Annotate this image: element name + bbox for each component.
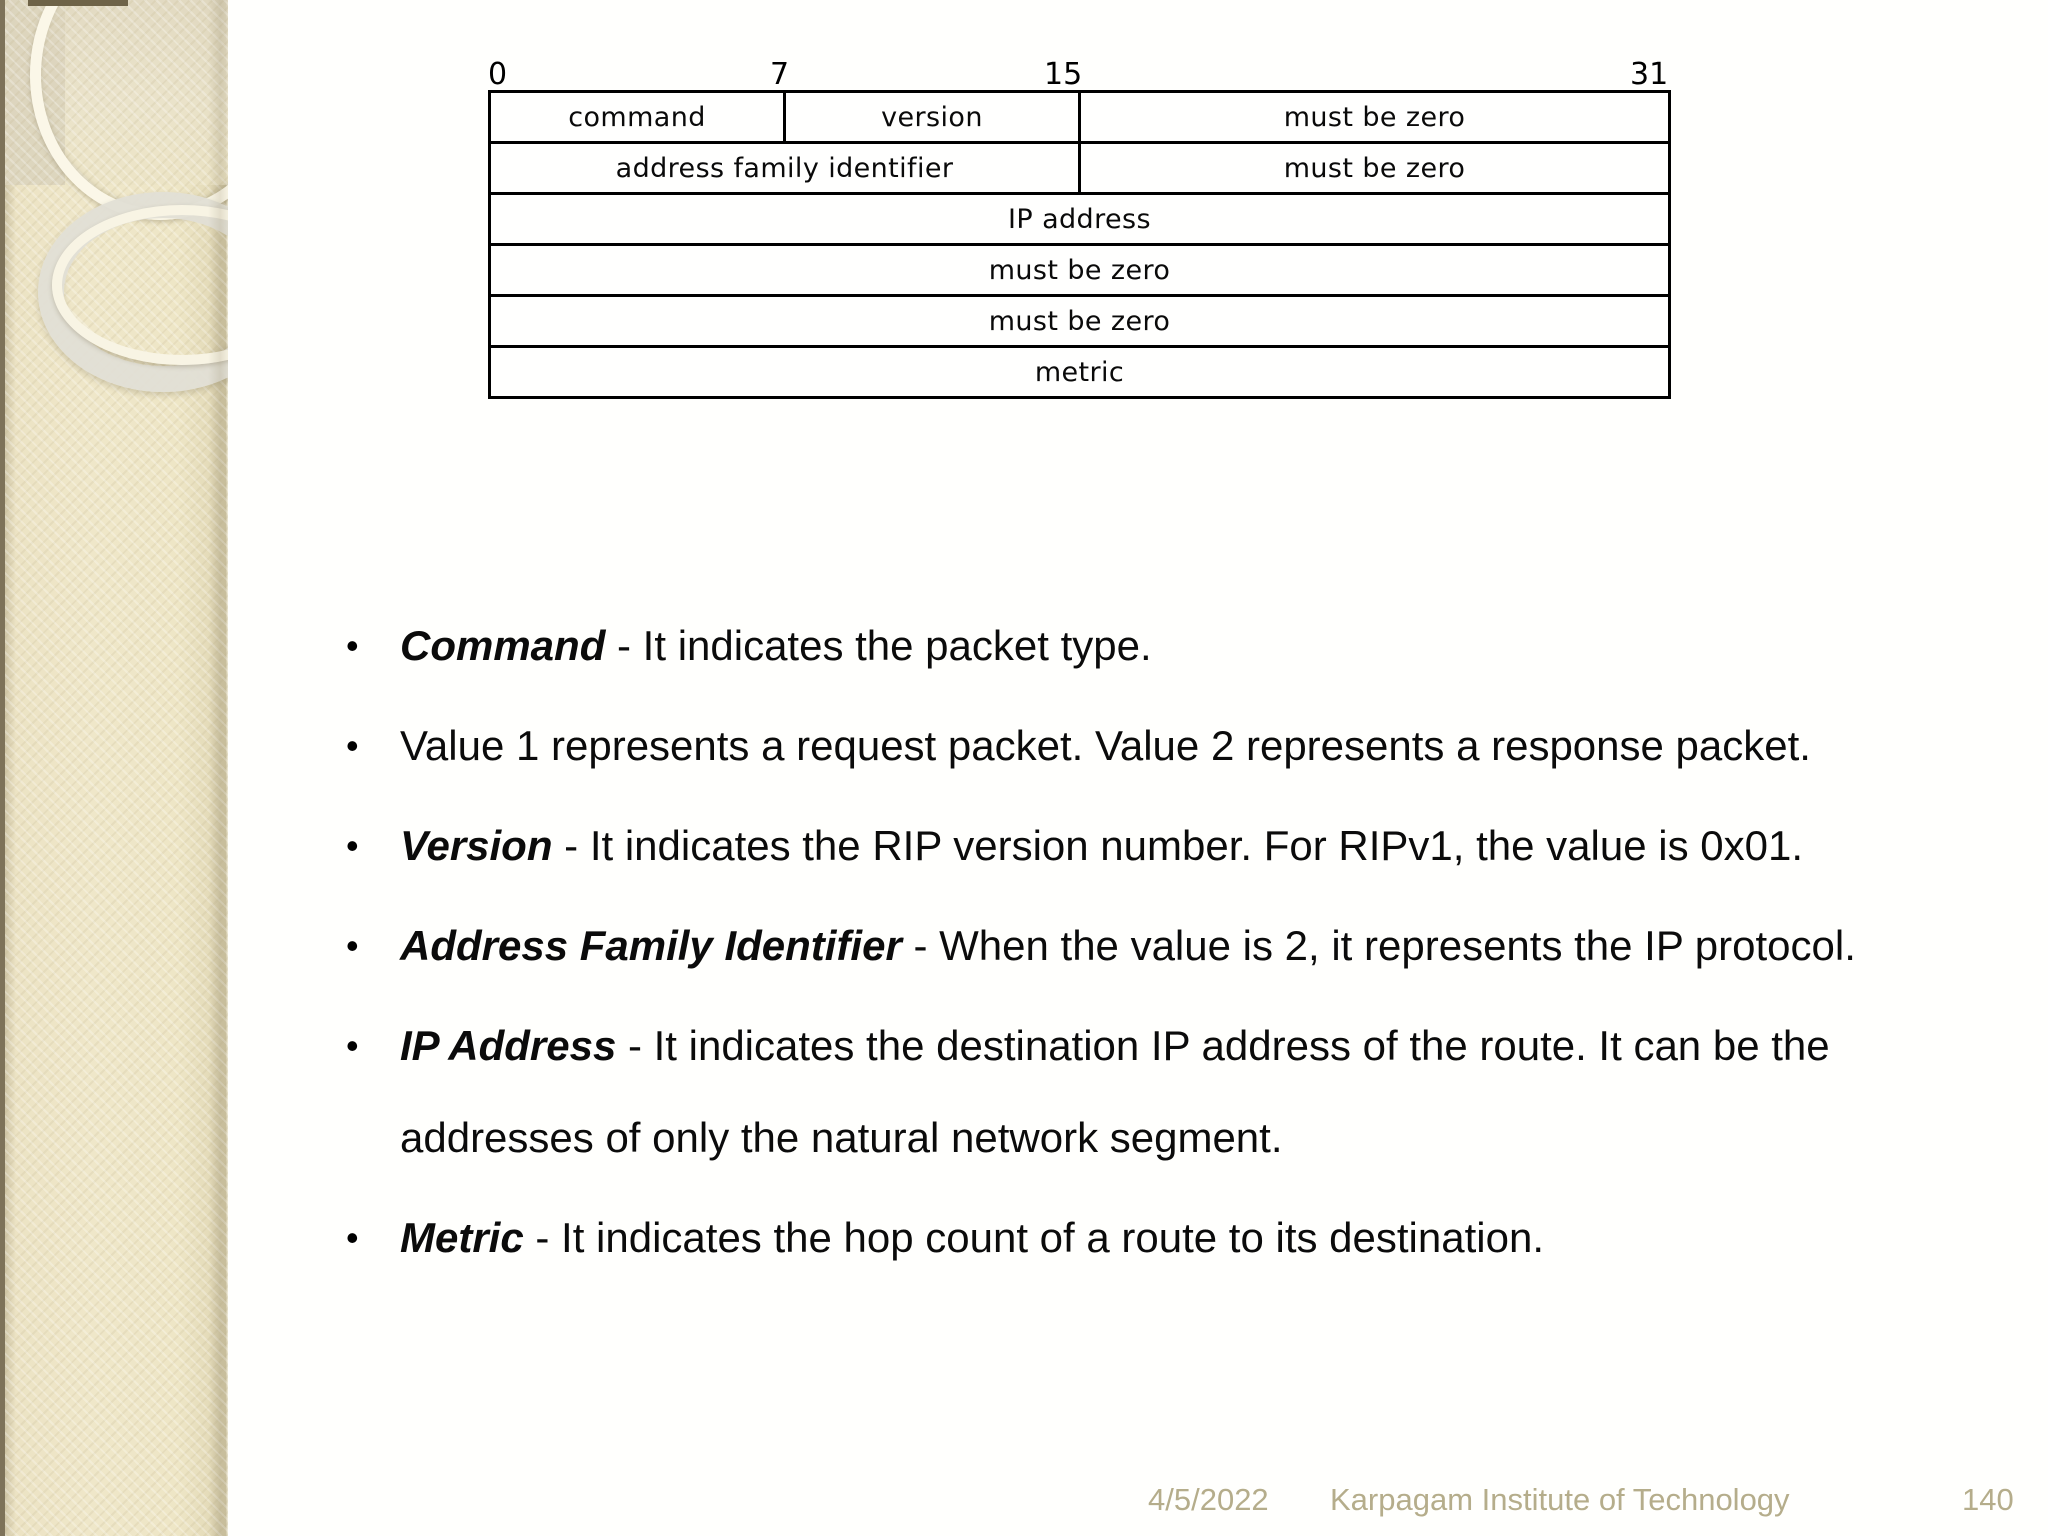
packet-field-version: version <box>783 90 1081 144</box>
bit-label-0: 0 <box>488 57 508 92</box>
bit-label-31: 31 <box>1630 57 1669 92</box>
bullet-marker-icon: • <box>346 925 359 966</box>
table-row: IP address <box>488 192 1671 246</box>
packet-field-must-be-zero-1: must be zero <box>1078 90 1671 144</box>
list-item: • IP Address - It indicates the destinat… <box>336 1000 1996 1184</box>
bullet-term: Metric <box>400 1214 524 1261</box>
bullet-marker-icon: • <box>346 725 359 766</box>
bullet-list: • Command - It indicates the packet type… <box>336 600 1996 1292</box>
table-row: command version must be zero <box>488 90 1671 144</box>
footer-page-number: 140 <box>1962 1482 2014 1517</box>
packet-field-metric: metric <box>488 345 1671 399</box>
bullet-term: IP Address <box>400 1022 617 1069</box>
bullet-text: Version - It indicates the RIP version n… <box>400 800 1996 892</box>
bullet-text: Value 1 represents a request packet. Val… <box>400 700 1996 792</box>
packet-field-must-be-zero-2: must be zero <box>1078 141 1671 195</box>
bullet-marker-icon: • <box>346 1025 359 1066</box>
packet-field-must-be-zero-3: must be zero <box>488 243 1671 297</box>
table-row: metric <box>488 345 1671 399</box>
slide-decorative-sidebar <box>0 0 228 1536</box>
bullet-rest: Value 1 represents a request packet. Val… <box>400 722 1811 769</box>
packet-format-table: command version must be zero address fam… <box>488 90 1671 399</box>
bullet-text: IP Address - It indicates the destinatio… <box>400 1000 1996 1184</box>
bit-label-7: 7 <box>770 57 790 92</box>
list-item: • Command - It indicates the packet type… <box>336 600 1996 692</box>
footer-date: 4/5/2022 <box>1148 1482 1269 1517</box>
list-item: • Value 1 represents a request packet. V… <box>336 700 1996 792</box>
rip-packet-format-figure: 0 7 15 31 command version must be zero a… <box>488 46 1676 399</box>
bit-label-15: 15 <box>1044 57 1083 92</box>
bullet-text: Command - It indicates the packet type. <box>400 600 1996 692</box>
sidebar-top-cap <box>28 0 128 6</box>
packet-field-must-be-zero-4: must be zero <box>488 294 1671 348</box>
bullet-term: Address Family Identifier <box>400 922 902 969</box>
bullet-marker-icon: • <box>346 1217 359 1258</box>
packet-field-address-family-identifier: address family identifier <box>488 141 1081 195</box>
table-row: must be zero <box>488 294 1671 348</box>
packet-field-ip-address: IP address <box>488 192 1671 246</box>
bullet-term: Command <box>400 622 606 669</box>
bullet-rest: - When the value is 2, it represents the… <box>901 922 1856 969</box>
bullet-marker-icon: • <box>346 825 359 866</box>
bullet-text: Metric - It indicates the hop count of a… <box>400 1192 1996 1284</box>
list-item: • Address Family Identifier - When the v… <box>336 900 1996 992</box>
footer-organization: Karpagam Institute of Technology <box>1330 1482 1790 1517</box>
sidebar-right-edge <box>208 0 228 1536</box>
packet-field-command: command <box>488 90 786 144</box>
bullet-text: Address Family Identifier - When the val… <box>400 900 1996 992</box>
list-item: • Version - It indicates the RIP version… <box>336 800 1996 892</box>
bullet-rest: - It indicates the RIP version number. F… <box>552 822 1803 869</box>
bullet-rest: - It indicates the hop count of a route … <box>523 1214 1544 1261</box>
bullet-marker-icon: • <box>346 625 359 666</box>
list-item: • Metric - It indicates the hop count of… <box>336 1192 1996 1284</box>
bullet-term: Version <box>400 822 553 869</box>
bullet-rest: - It indicates the destination IP addres… <box>400 1022 1830 1161</box>
decorative-ring-lower-icon <box>52 205 228 365</box>
slide-footer: 4/5/2022 Karpagam Institute of Technolog… <box>0 1482 2048 1536</box>
bullet-rest: - It indicates the packet type. <box>605 622 1152 669</box>
table-row: address family identifier must be zero <box>488 141 1671 195</box>
bit-position-ruler: 0 7 15 31 <box>488 46 1676 90</box>
table-row: must be zero <box>488 243 1671 297</box>
